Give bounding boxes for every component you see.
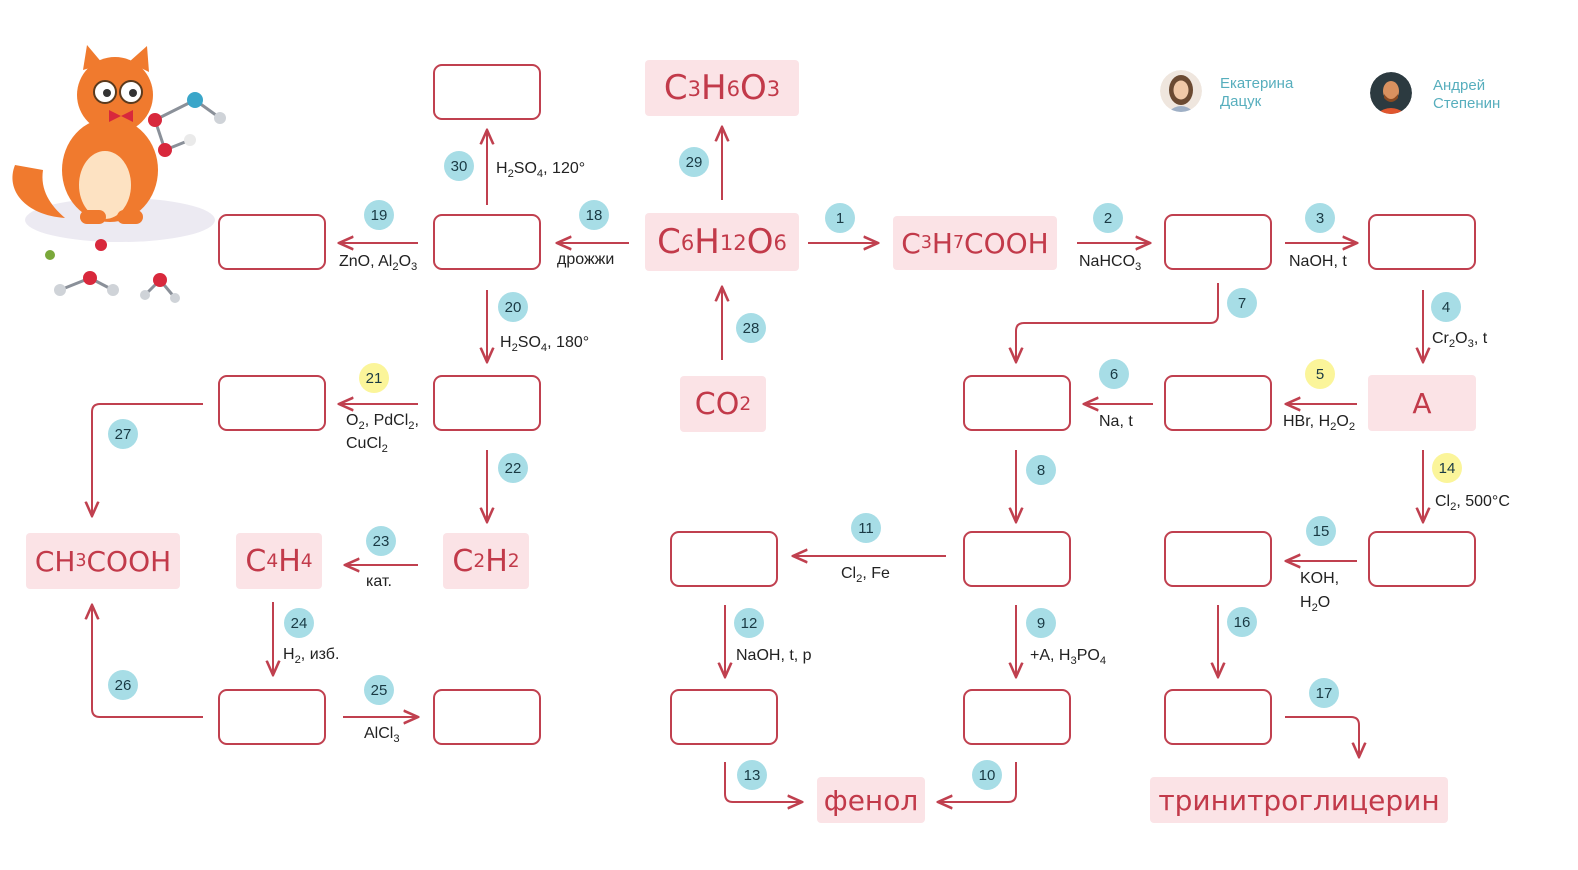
answer-box-8[interactable] bbox=[963, 531, 1071, 587]
answer-box-20[interactable] bbox=[433, 375, 541, 431]
step-badge-18: 18 bbox=[579, 200, 609, 230]
arrow-13 bbox=[724, 762, 802, 802]
arrow-26 bbox=[92, 605, 203, 718]
answer-box-6[interactable] bbox=[963, 375, 1071, 431]
step-badge-20: 20 bbox=[498, 292, 528, 322]
compound-phenol: фенол bbox=[817, 777, 925, 823]
arrow-7 bbox=[1016, 283, 1219, 362]
answer-box-25[interactable] bbox=[433, 689, 541, 745]
step-badge-6: 6 bbox=[1099, 359, 1129, 389]
step-badge-27: 27 bbox=[108, 419, 138, 449]
condition-12: NaOH, t, p bbox=[736, 647, 812, 664]
arrow-10 bbox=[938, 762, 1017, 802]
cat-chemist-illustration bbox=[12, 45, 226, 303]
step-badge-3: 3 bbox=[1305, 203, 1335, 233]
arrow-27 bbox=[92, 403, 203, 516]
step-badge-23: 23 bbox=[366, 526, 396, 556]
author-first-name: Екатерина bbox=[1220, 75, 1294, 92]
author-last-name: Степенин bbox=[1433, 95, 1501, 112]
answer-box-30[interactable] bbox=[433, 64, 541, 120]
step-badge-2: 2 bbox=[1093, 203, 1123, 233]
author-name-ekaterina: Екатерина Дацук bbox=[1220, 75, 1293, 111]
step-badge-12: 12 bbox=[734, 608, 764, 638]
step-badge-19: 19 bbox=[364, 200, 394, 230]
condition-3: NaOH, t bbox=[1289, 253, 1347, 270]
author-avatar-andrey bbox=[1370, 72, 1412, 114]
answer-box-19[interactable] bbox=[218, 214, 326, 270]
condition-18: дрожжи bbox=[557, 251, 615, 268]
answer-box-14[interactable] bbox=[1368, 531, 1476, 587]
step-badge-24: 24 bbox=[284, 608, 314, 638]
condition-25: AlCl3 bbox=[364, 725, 400, 746]
answer-box-3[interactable] bbox=[1368, 214, 1476, 270]
condition-24: H2, изб. bbox=[283, 646, 340, 667]
step-badge-11: 11 bbox=[851, 513, 881, 543]
condition-30: H2SO4, 120° bbox=[496, 160, 586, 181]
answer-box-5[interactable] bbox=[1164, 375, 1272, 431]
condition-21b: CuCl2 bbox=[346, 435, 388, 456]
author-avatar-ekaterina bbox=[1160, 70, 1202, 112]
step-badge-30: 30 bbox=[444, 151, 474, 181]
condition-14: Cl2, 500°C bbox=[1435, 493, 1510, 514]
condition-20: H2SO4, 180° bbox=[500, 334, 590, 355]
answer-box-11[interactable] bbox=[670, 531, 778, 587]
answer-box-18[interactable] bbox=[433, 214, 541, 270]
answer-box-24[interactable] bbox=[218, 689, 326, 745]
condition-9: +A, H3PO4 bbox=[1030, 647, 1107, 668]
step-badge-26: 26 bbox=[108, 670, 138, 700]
step-badge-21: 21 bbox=[359, 363, 389, 393]
step-badge-10: 10 bbox=[972, 760, 1002, 790]
step-badge-28: 28 bbox=[736, 313, 766, 343]
step-badge-7: 7 bbox=[1227, 288, 1257, 318]
answer-box-9[interactable] bbox=[963, 689, 1071, 745]
condition-6: Na, t bbox=[1099, 413, 1133, 430]
step-badge-4: 4 bbox=[1431, 292, 1461, 322]
step-badge-5: 5 bbox=[1305, 359, 1335, 389]
condition-15b: H2O bbox=[1300, 594, 1331, 615]
step-badge-8: 8 bbox=[1026, 455, 1056, 485]
condition-19: ZnO, Al2O3 bbox=[339, 253, 418, 274]
condition-2: NaHCO3 bbox=[1079, 253, 1142, 274]
step-badge-17: 17 bbox=[1309, 678, 1339, 708]
answer-box-2[interactable] bbox=[1164, 214, 1272, 270]
step-badge-15: 15 bbox=[1306, 516, 1336, 546]
step-badge-13: 13 bbox=[737, 760, 767, 790]
step-badge-25: 25 bbox=[364, 675, 394, 705]
condition-5: HBr, H2O2 bbox=[1283, 413, 1356, 434]
author-last-name: Дацук bbox=[1220, 93, 1262, 110]
condition-4: Cr2O3, t bbox=[1432, 330, 1488, 351]
compound-a: A bbox=[1368, 375, 1476, 431]
condition-21a: O2, PdCl2, bbox=[346, 412, 419, 433]
step-badge-22: 22 bbox=[498, 453, 528, 483]
author-first-name: Андрей bbox=[1433, 77, 1486, 94]
answer-box-12[interactable] bbox=[670, 689, 778, 745]
answer-box-21[interactable] bbox=[218, 375, 326, 431]
step-badge-9: 9 bbox=[1026, 608, 1056, 638]
step-badge-16: 16 bbox=[1227, 607, 1257, 637]
answer-box-15[interactable] bbox=[1164, 531, 1272, 587]
step-badge-1: 1 bbox=[825, 203, 855, 233]
condition-23: кат. bbox=[366, 573, 392, 590]
arrow-17 bbox=[1285, 716, 1359, 757]
condition-11: Cl2, Fe bbox=[841, 565, 890, 586]
step-badge-29: 29 bbox=[679, 147, 709, 177]
condition-15a: KOH, bbox=[1300, 570, 1340, 587]
step-badge-14: 14 bbox=[1432, 453, 1462, 483]
author-name-andrey: Андрей Степенин bbox=[1433, 77, 1500, 113]
answer-box-16[interactable] bbox=[1164, 689, 1272, 745]
compound-trinitroglycerin: тринитроглицерин bbox=[1150, 777, 1448, 823]
